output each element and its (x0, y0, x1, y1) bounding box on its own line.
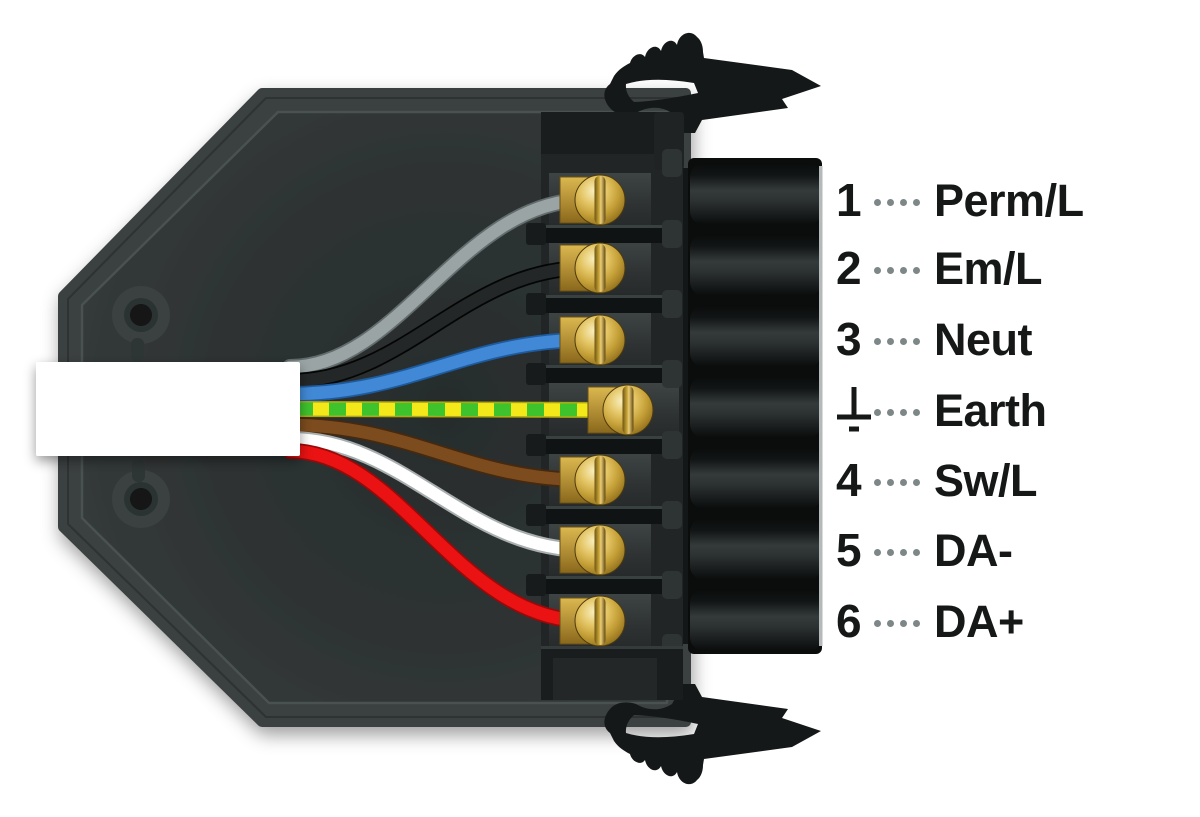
pinout-row-2: 2 Em/L (836, 239, 1043, 297)
pinout-row-earth: Earth (836, 381, 1047, 439)
pin-number: 4 (836, 454, 862, 506)
pin-number: 2 (836, 242, 862, 294)
pin-label: Neut (934, 313, 1033, 365)
terminal-screw-3 (559, 314, 626, 366)
dots-separator (874, 408, 920, 416)
connector-edge-highlight (819, 166, 823, 646)
pin-label: DA+ (934, 595, 1024, 647)
terminal-screw-5 (559, 524, 626, 576)
dots-separator (874, 619, 920, 627)
wire-white (284, 433, 592, 556)
pin-label: DA- (934, 524, 1013, 576)
dots-separator (874, 337, 920, 345)
wire-black (283, 261, 593, 388)
wire-blue (283, 333, 593, 401)
pin-label: Sw/L (934, 454, 1038, 506)
mounting-boss-bottom (112, 460, 170, 528)
pin-number: 3 (836, 313, 862, 365)
pinout-row-6: 6 DA+ (836, 592, 1024, 650)
terminal-screw-4 (559, 454, 626, 506)
pin-label: Earth (934, 384, 1047, 436)
terminal-screw-1 (559, 174, 626, 226)
wire-grey (283, 193, 593, 374)
wire-brown (283, 418, 593, 487)
pinout-row-4: 4 Sw/L (836, 451, 1038, 509)
dots-separator (874, 198, 920, 206)
pin-label: Perm/L (934, 174, 1084, 226)
connector-ribs (690, 163, 822, 651)
pin-label: Em/L (934, 242, 1043, 294)
connector-ribbed-body (676, 158, 823, 654)
earth-symbol-icon (837, 387, 871, 432)
dots-separator (874, 266, 920, 274)
wires (282, 192, 620, 629)
dots-separator (874, 548, 920, 556)
pin-number: 5 (836, 524, 862, 576)
pin-number: 6 (836, 595, 862, 647)
terminal-screw-6 (559, 595, 626, 647)
pinout-row-3: 3 Neut (836, 310, 1033, 368)
mounting-boss-top (112, 286, 170, 362)
terminal-screw-earth (587, 384, 654, 436)
pinout-row-5: 5 DA- (836, 521, 1013, 579)
wire-red (283, 444, 593, 628)
pin-number: 1 (836, 174, 862, 226)
pinout-row-1: 1 Perm/L (836, 171, 1084, 229)
terminal-screw-2 (559, 242, 626, 294)
dots-separator (874, 478, 920, 486)
cable-sleeve (36, 362, 300, 456)
